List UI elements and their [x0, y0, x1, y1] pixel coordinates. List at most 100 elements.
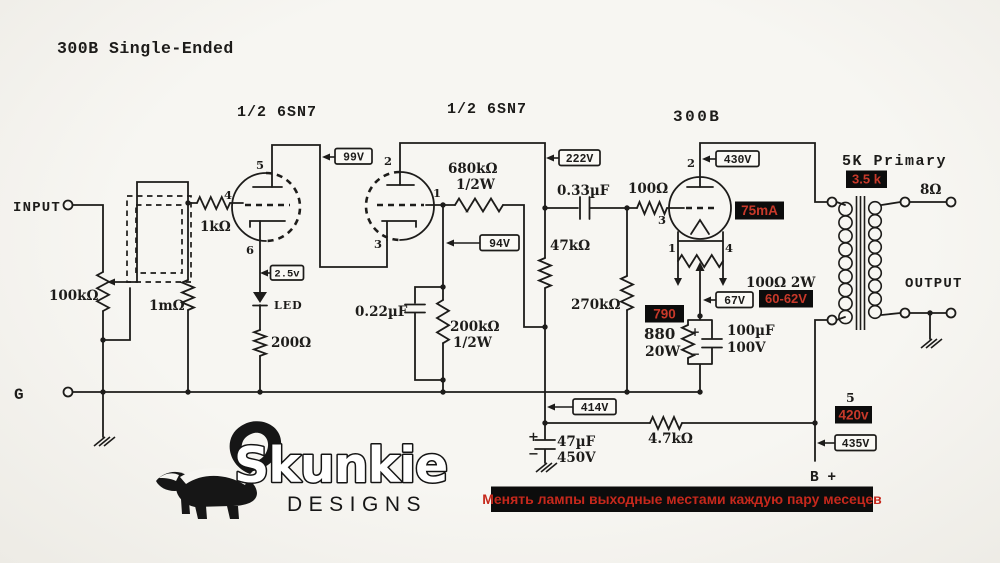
voltage-430v: 430V: [724, 154, 752, 167]
resistor-47k: [536, 257, 554, 289]
callout-box: [834, 434, 877, 452]
r-4-7k-label: 4.7kΩ: [648, 431, 693, 447]
callout-box: [715, 150, 760, 168]
callout-box: [572, 398, 617, 416]
secondary-bottom-terminal: [899, 307, 911, 319]
pin-label: 4: [224, 188, 232, 202]
input-label: INPUT: [13, 200, 61, 216]
callout-dark-box: [759, 290, 813, 308]
pin-label: 3: [658, 213, 666, 227]
capacitors: [404, 196, 723, 450]
resistor-680k: [454, 196, 504, 214]
c-47uf-label: 47µF: [557, 434, 596, 450]
tube-6sn7-a: [231, 171, 302, 243]
callout-box: [715, 291, 754, 309]
potentiometer-100k: [95, 271, 111, 312]
plus-mark: +: [690, 325, 700, 339]
shielded-cable: [126, 195, 192, 283]
hum-pot-label: 100Ω 2W: [746, 275, 816, 291]
r-200k-watt: 1/2W: [453, 335, 493, 351]
plate-current-75ma: 75mA: [741, 203, 778, 218]
cathode-r-actual-790: 790: [653, 307, 676, 322]
resistor-270k: [618, 275, 636, 311]
page-title: 300B Single-Ended: [57, 39, 234, 58]
skunkie-logo: Skunkie DESIGNS: [156, 421, 450, 519]
r-200k-label: 200kΩ: [450, 319, 500, 335]
voltage-67v: 67V: [724, 295, 745, 308]
pin-label: 1: [433, 186, 441, 200]
resistor-100: [636, 199, 668, 217]
minus-mark: −: [690, 347, 700, 361]
callout-dark-box: [835, 406, 872, 424]
pin-label: 5: [256, 158, 264, 172]
input-jack: [62, 199, 74, 211]
hum-pot-100: [677, 253, 724, 269]
note-banner: Менять лампы выходные местами каждую пар…: [482, 486, 882, 512]
callout-dark-box: [735, 201, 784, 220]
ground-jack: [62, 386, 74, 398]
junction-dots: [100, 200, 933, 426]
resistor-880: [679, 324, 697, 359]
r-880-watt: 20W: [645, 344, 680, 360]
b-plus-label: B +: [810, 470, 836, 486]
r-680k-label: 680kΩ: [448, 161, 498, 177]
ground-symbol: [93, 436, 116, 447]
r-100-label: 100Ω: [628, 181, 668, 197]
minus-mark: −: [528, 447, 539, 462]
c-100uf-volt: 100V: [727, 340, 766, 356]
primary-top-terminal: [826, 196, 838, 208]
output-transformer: [826, 196, 957, 330]
resistor-1k: [196, 194, 231, 212]
logo-wordmark: Skunkie: [234, 437, 447, 494]
resistor-200k: [435, 299, 451, 345]
pin-label: 3: [374, 237, 382, 251]
cap-0.33uF: [579, 196, 591, 220]
callout-box: [558, 149, 601, 167]
arrows: [107, 153, 835, 447]
primary-bottom-terminal: [826, 314, 838, 326]
secondary-impedance-label: 8Ω: [920, 182, 941, 198]
voltage-435v: 435V: [842, 438, 870, 451]
ground-symbol: [920, 338, 943, 349]
tube2-label: 1/2 6SN7: [447, 101, 527, 118]
speaker-jack-plus: [945, 196, 957, 208]
voltage-callouts: 99V 222V 430V 94V 2.5v 67V 414V 435V: [269, 147, 877, 452]
filament-actual-60-62v: 60-62V: [765, 291, 807, 306]
resistor-4_7k: [649, 414, 683, 432]
r-880-label: 880: [644, 325, 675, 343]
r-270k-label: 270kΩ: [571, 297, 621, 313]
b-actual-420v: 420v: [838, 408, 869, 423]
led-symbol: [252, 292, 268, 307]
r-200-label: 200Ω: [271, 335, 311, 351]
skunk-mascot-icon: [156, 421, 282, 519]
callout-dark-box: [645, 305, 684, 323]
output-label: OUTPUT: [905, 276, 963, 292]
voltage-222v: 222V: [566, 153, 594, 166]
speaker-jack-minus: [945, 307, 957, 319]
primary-actual-3-5k: 3.5 k: [852, 172, 882, 187]
tube-6sn7-b: [364, 170, 435, 242]
cap-47uF: [534, 439, 556, 450]
resistors: [95, 194, 724, 432]
callout-box: [479, 234, 520, 252]
cap-0.22uF: [404, 303, 426, 314]
callout-box: [334, 147, 373, 165]
voltage-414v: 414V: [581, 402, 609, 415]
resistor-1m: [179, 279, 197, 311]
pin-label: 4: [725, 241, 733, 255]
tube3-label: 300B: [673, 108, 721, 126]
pin-label: 1: [668, 241, 676, 255]
voltage-99v: 99V: [343, 151, 364, 164]
logo-subtitle: DESIGNS: [287, 493, 427, 516]
pin-label: 2: [687, 156, 695, 170]
pin-label: 2: [384, 154, 392, 168]
c-47uf-volt: 450V: [557, 450, 596, 466]
callout-box: [269, 264, 305, 281]
cap-100uF: [701, 338, 723, 349]
ground-symbol: [535, 462, 558, 473]
primary-label: 5K Primary: [842, 153, 947, 170]
banner-text: Менять лампы выходные местами каждую пар…: [482, 491, 882, 507]
led-label: LED: [274, 299, 303, 312]
